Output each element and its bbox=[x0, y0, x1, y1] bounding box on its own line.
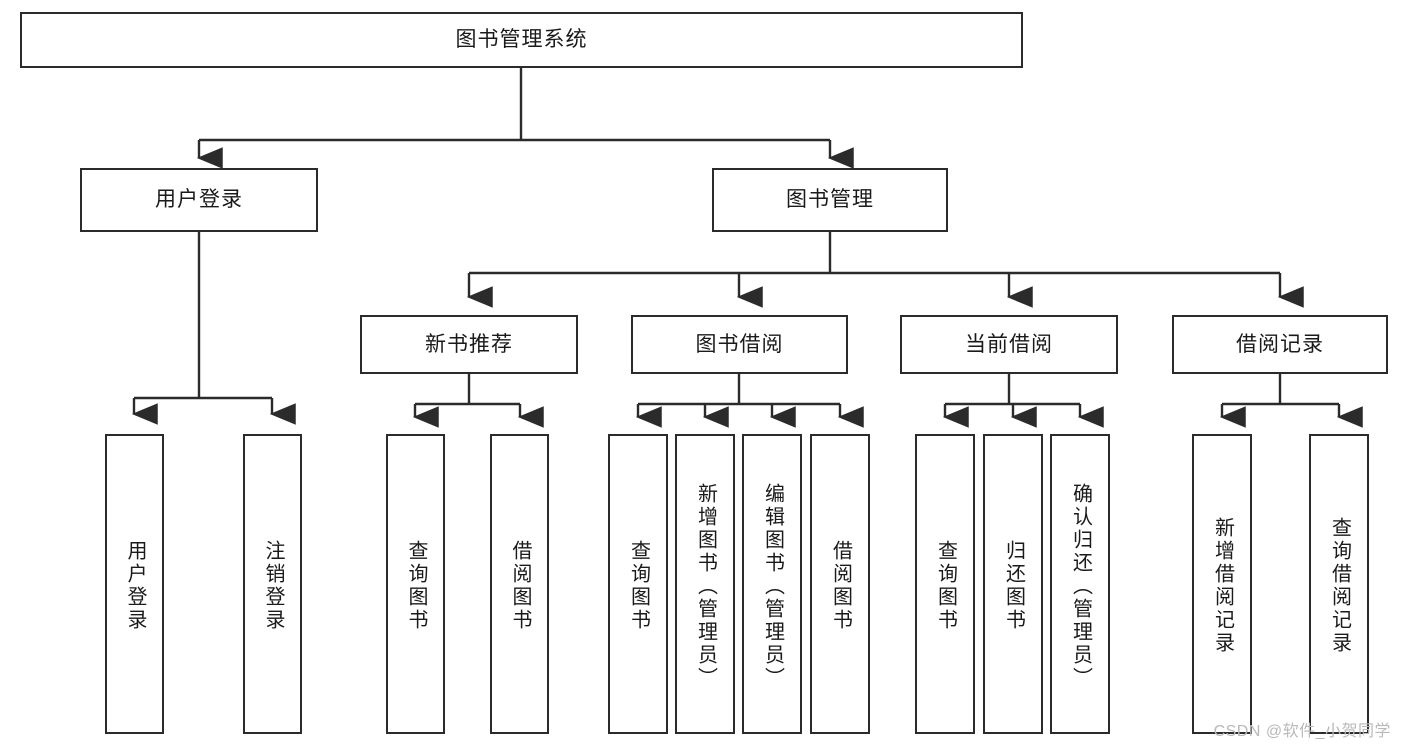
node-label: 查询图书 bbox=[627, 540, 650, 632]
leaf-borrow-record-add[interactable]: 新增借阅记录 bbox=[1192, 434, 1252, 734]
leaf-current-borrow-confirm-return[interactable]: 确认归还（管理员） bbox=[1050, 434, 1110, 734]
node-user-login[interactable]: 用户登录 bbox=[80, 168, 318, 232]
node-label: 当前借阅 bbox=[965, 332, 1053, 356]
watermark-text: CSDN @软件_小贺同学 bbox=[1213, 723, 1391, 740]
leaf-new-book-borrow[interactable]: 借阅图书 bbox=[490, 434, 549, 734]
node-label: 借阅图书 bbox=[829, 540, 852, 632]
node-label: 图书借阅 bbox=[695, 332, 784, 356]
node-label: 编辑图书（管理员） bbox=[761, 482, 784, 690]
leaf-book-borrow-borrow[interactable]: 借阅图书 bbox=[810, 434, 870, 734]
leaf-borrow-record-query[interactable]: 查询借阅记录 bbox=[1309, 434, 1369, 734]
node-label: 确认归还（管理员） bbox=[1069, 482, 1092, 690]
leaf-book-borrow-query[interactable]: 查询图书 bbox=[608, 434, 668, 734]
node-label: 查询图书 bbox=[405, 540, 427, 632]
node-label: 图书管理系统 bbox=[455, 28, 588, 52]
leaf-user-login-logout[interactable]: 注销登录 bbox=[243, 434, 302, 734]
node-current-borrow[interactable]: 当前借阅 bbox=[900, 315, 1118, 374]
node-label: 借阅图书 bbox=[509, 540, 531, 632]
node-root-system[interactable]: 图书管理系统 bbox=[20, 12, 1023, 68]
leaf-book-borrow-add[interactable]: 新增图书（管理员） bbox=[675, 434, 735, 734]
node-label: 用户登录 bbox=[155, 188, 243, 212]
node-label: 借阅记录 bbox=[1236, 332, 1324, 356]
node-label: 图书管理 bbox=[786, 188, 874, 212]
node-book-borrow[interactable]: 图书借阅 bbox=[631, 315, 848, 374]
node-label: 注销登录 bbox=[262, 540, 284, 632]
node-label: 新书推荐 bbox=[425, 332, 513, 356]
node-book-management[interactable]: 图书管理 bbox=[712, 168, 948, 232]
node-new-book-recommend[interactable]: 新书推荐 bbox=[360, 315, 578, 374]
leaf-current-borrow-query[interactable]: 查询图书 bbox=[915, 434, 975, 734]
leaf-book-borrow-edit[interactable]: 编辑图书（管理员） bbox=[742, 434, 802, 734]
node-label: 新增借阅记录 bbox=[1211, 517, 1234, 655]
leaf-user-login-login[interactable]: 用户登录 bbox=[105, 434, 164, 734]
node-borrow-record[interactable]: 借阅记录 bbox=[1172, 315, 1388, 374]
node-label: 新增图书（管理员） bbox=[694, 482, 717, 690]
leaf-new-book-query[interactable]: 查询图书 bbox=[386, 434, 445, 734]
node-label: 查询图书 bbox=[934, 540, 957, 632]
node-label: 查询借阅记录 bbox=[1328, 517, 1351, 655]
leaf-current-borrow-return[interactable]: 归还图书 bbox=[983, 434, 1043, 734]
node-label: 归还图书 bbox=[1002, 540, 1025, 632]
node-label: 用户登录 bbox=[124, 540, 146, 632]
